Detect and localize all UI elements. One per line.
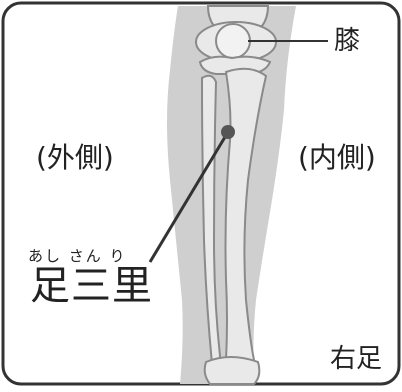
point-ruby-label: あし さん り [28, 247, 127, 265]
acupoint-marker [221, 125, 235, 139]
point-name-label: 足三里 [30, 263, 153, 309]
ankle-bones [203, 356, 261, 385]
point-pointer-line [148, 131, 230, 263]
side-label: 右足 [330, 344, 383, 374]
patella [215, 23, 251, 59]
fibula-bone [200, 74, 222, 366]
knee-joint [195, 21, 277, 75]
knee-label: 膝 [334, 26, 361, 56]
outer-side-label: (外側) [36, 141, 114, 174]
inner-side-label: (内側) [298, 141, 376, 174]
